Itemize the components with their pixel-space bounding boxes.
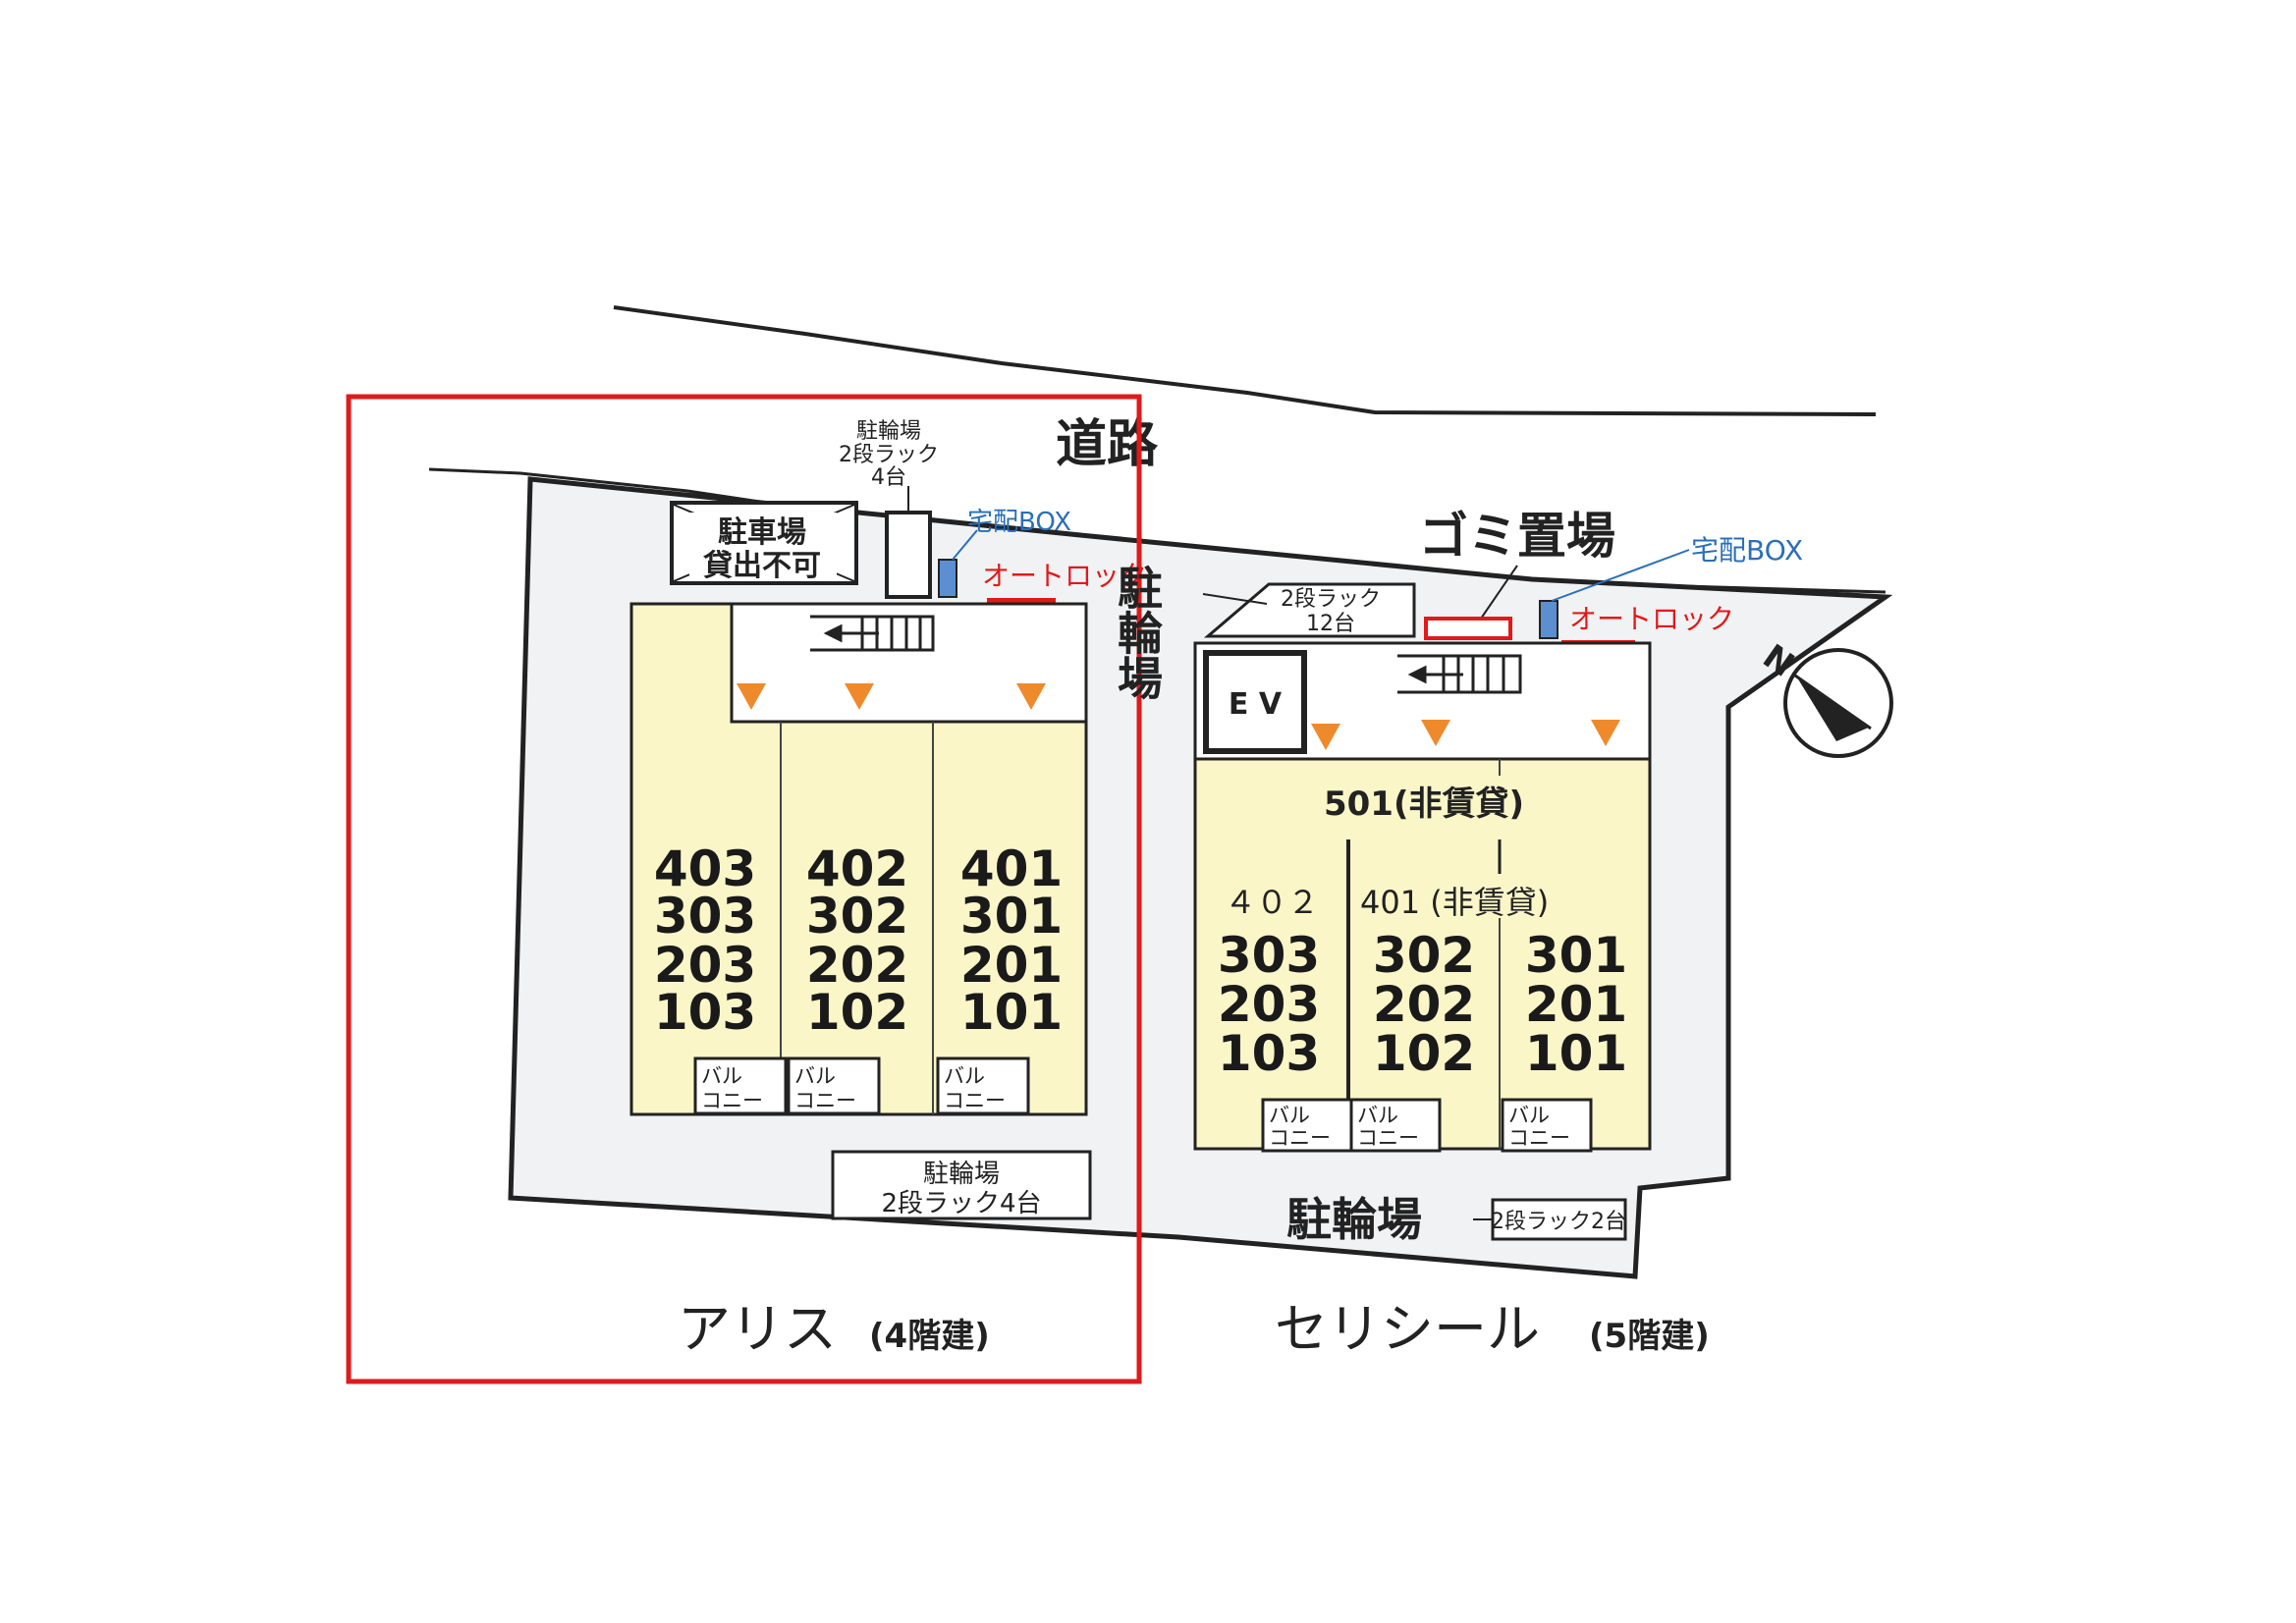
alice-entry-marker bbox=[1016, 683, 1046, 710]
svg-text:コニー: コニー bbox=[944, 1089, 1006, 1112]
unit-number: 201 bbox=[960, 937, 1063, 994]
alice-unit-column-2: 402 302 202 102 bbox=[806, 840, 908, 1041]
seri-unit-column-2: 302 202 102 bbox=[1373, 927, 1475, 1082]
unit-number: 302 bbox=[806, 888, 908, 945]
unit-number: 202 bbox=[806, 937, 908, 994]
garbage-label: ゴミ置場 bbox=[1419, 508, 1615, 565]
svg-text:コニー: コニー bbox=[701, 1089, 763, 1112]
alice-entry-marker bbox=[845, 683, 874, 710]
svg-text:バル: バル bbox=[1508, 1104, 1550, 1127]
unit-number: 402 bbox=[806, 840, 908, 897]
unit-number: 301 bbox=[1525, 927, 1627, 984]
seri-balcony: バル コニー bbox=[1501, 1098, 1593, 1153]
seri-floors: (5階建) bbox=[1589, 1317, 1710, 1356]
alice-bike-rack-top bbox=[885, 511, 932, 599]
alice-autolock-label: オートロック bbox=[982, 560, 1147, 592]
seri-unit-401: 401 (非賃貸) bbox=[1360, 884, 1549, 921]
alice-bike-top-line2: 2段ラック bbox=[839, 443, 939, 467]
seri-delivery-box bbox=[1539, 600, 1558, 639]
alice-entry-marker bbox=[737, 683, 766, 710]
road-label: 道路 bbox=[1056, 415, 1159, 474]
alice-bike-top-line1: 駐輪場 bbox=[856, 419, 921, 444]
alice-delivery-box bbox=[938, 559, 957, 598]
alice-bike-rack-bottom: 駐輪場 2段ラック4台 bbox=[831, 1150, 1092, 1220]
seri-delivery-label: 宅配BOX bbox=[1691, 534, 1803, 567]
unit-number: 301 bbox=[960, 888, 1063, 945]
seri-elevator: E V bbox=[1203, 650, 1307, 754]
alice-building bbox=[629, 602, 1088, 1116]
alice-floors: (4階建) bbox=[869, 1317, 990, 1356]
svg-text:コニー: コニー bbox=[1357, 1126, 1419, 1150]
garbage-area bbox=[1424, 617, 1512, 640]
alice-highlight-frame bbox=[346, 394, 1142, 1384]
unit-number: 303 bbox=[1218, 927, 1320, 984]
unit-number: 403 bbox=[654, 840, 756, 897]
seri-rack-top: 2段ラック 12台 bbox=[1202, 582, 1416, 638]
alice-delivery-label: 宅配BOX bbox=[967, 508, 1071, 537]
seri-entry-marker bbox=[1421, 720, 1450, 746]
alice-name: アリス bbox=[678, 1298, 837, 1360]
unit-number: 202 bbox=[1373, 976, 1475, 1033]
alice-parking-line2: 貸出不可 bbox=[703, 549, 821, 583]
svg-text:コニー: コニー bbox=[794, 1089, 856, 1112]
alice-balcony: バル コニー bbox=[787, 1056, 881, 1115]
unit-number: 203 bbox=[654, 937, 756, 994]
svg-text:バル: バル bbox=[944, 1064, 985, 1088]
svg-text:12台: 12台 bbox=[1306, 612, 1355, 636]
seri-balcony: バル コニー bbox=[1261, 1098, 1353, 1153]
seri-stairs bbox=[1397, 654, 1522, 694]
svg-text:2段ラック4台: 2段ラック4台 bbox=[881, 1189, 1041, 1218]
svg-text:バル: バル bbox=[794, 1064, 836, 1088]
seri-bike-bottom-label: 駐輪場 bbox=[1286, 1193, 1422, 1246]
svg-text:バル: バル bbox=[701, 1064, 742, 1088]
unit-number: 103 bbox=[654, 984, 756, 1041]
alice-parking: 駐車場 貸出不可 bbox=[670, 501, 858, 585]
seri-unit-column-3: 301 201 101 bbox=[1525, 927, 1627, 1082]
unit-number: 203 bbox=[1218, 976, 1320, 1033]
seri-unit-501: 501(非賃貸) bbox=[1324, 784, 1524, 824]
svg-text:コニー: コニー bbox=[1508, 1126, 1570, 1150]
alice-balcony: バル コニー bbox=[936, 1056, 1030, 1115]
alice-unit-column-3: 401 301 201 101 bbox=[960, 840, 1063, 1041]
seri-unit-402: ４０２ bbox=[1225, 884, 1319, 921]
unit-number: 302 bbox=[1373, 927, 1475, 984]
unit-number: 101 bbox=[960, 984, 1063, 1041]
unit-number: 201 bbox=[1525, 976, 1627, 1033]
alice-parking-line1: 駐車場 bbox=[718, 515, 806, 550]
unit-number: 303 bbox=[654, 888, 756, 945]
alice-balcony: バル コニー bbox=[693, 1056, 788, 1115]
north-arrow-icon: N bbox=[1756, 637, 1893, 758]
seri-rack-bottom: 2段ラック2台 bbox=[1491, 1198, 1627, 1241]
svg-text:2段ラック: 2段ラック bbox=[1281, 587, 1381, 612]
seri-entry-marker bbox=[1311, 724, 1340, 750]
svg-text:2段ラック2台: 2段ラック2台 bbox=[1491, 1210, 1626, 1234]
unit-number: 102 bbox=[806, 984, 908, 1041]
unit-number: 103 bbox=[1218, 1025, 1320, 1082]
seri-bike-side-label: 駐輪場 bbox=[1111, 565, 1164, 700]
seri-entry-marker bbox=[1591, 720, 1620, 746]
alice-stairs bbox=[810, 615, 935, 652]
seri-unit-column-1: 303 203 103 bbox=[1218, 927, 1320, 1082]
alice-bike-top-line3: 4台 bbox=[871, 465, 906, 490]
unit-number: 101 bbox=[1525, 1025, 1627, 1082]
svg-text:コニー: コニー bbox=[1269, 1126, 1331, 1150]
seri-autolock-label: オートロック bbox=[1569, 603, 1734, 635]
svg-text:E V: E V bbox=[1229, 687, 1283, 722]
svg-text:バル: バル bbox=[1269, 1104, 1310, 1127]
seri-balcony: バル コニー bbox=[1349, 1098, 1442, 1153]
seri-name: セリシール bbox=[1275, 1298, 1540, 1360]
unit-number: 401 bbox=[960, 840, 1063, 897]
road-line-upper bbox=[613, 305, 1877, 416]
alice-unit-column-1: 403 303 203 103 bbox=[654, 840, 756, 1041]
svg-text:バル: バル bbox=[1357, 1104, 1398, 1127]
unit-number: 102 bbox=[1373, 1025, 1475, 1082]
svg-text:駐輪場: 駐輪場 bbox=[923, 1160, 1000, 1189]
